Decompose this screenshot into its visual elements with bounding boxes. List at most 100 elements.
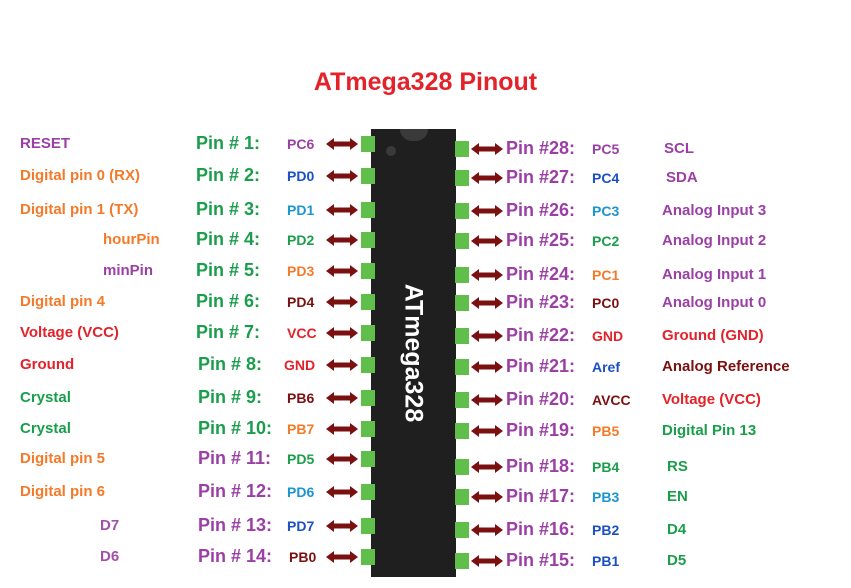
left-function-label: Crystal [20, 389, 71, 406]
left-double-arrow [326, 265, 358, 277]
right-pin-leg [455, 392, 469, 408]
right-pin-leg [455, 423, 469, 439]
left-double-arrow [326, 520, 358, 532]
right-pin-leg [455, 489, 469, 505]
right-pin-number: Pin #16: [506, 519, 576, 539]
left-function-label: RESET [20, 135, 71, 152]
left-function-label: Ground [20, 356, 75, 373]
left-port-label: PD4 [287, 294, 315, 310]
left-double-arrow [326, 551, 358, 563]
left-pin-leg [361, 168, 375, 184]
left-pin-number: Pin # 11: [198, 448, 272, 468]
left-pin-leg [361, 421, 375, 437]
right-double-arrow [471, 269, 503, 281]
left-pin-number: Pin # 12: [198, 481, 273, 501]
page-title: ATmega328 Pinout [313, 68, 538, 96]
right-double-arrow [471, 524, 503, 536]
left-pin-number: Pin # 14: [198, 546, 273, 566]
right-port-label: AVCC [592, 392, 631, 408]
left-port-label: PD5 [287, 451, 315, 467]
left-double-arrow [326, 204, 358, 216]
right-pin-number: Pin #23: [506, 292, 576, 312]
left-port-label: VCC [287, 325, 317, 341]
right-port-label: PB5 [592, 423, 620, 439]
left-function-label: D7 [100, 517, 120, 534]
left-pin-number: Pin # 1: [196, 133, 261, 153]
left-double-arrow [326, 486, 358, 498]
left-pin-number: Pin # 9: [198, 387, 263, 407]
right-port-label: Aref [592, 359, 621, 375]
right-pin-leg [455, 170, 469, 186]
right-function-label: SDA [666, 169, 698, 186]
left-pin-number: Pin # 7: [196, 322, 261, 342]
left-pin-leg [361, 263, 375, 279]
right-double-arrow [471, 172, 503, 184]
left-pin-leg [361, 202, 375, 218]
right-function-label: D5 [667, 552, 687, 569]
left-port-label: PD1 [287, 202, 315, 218]
left-pin-leg [361, 518, 375, 534]
right-function-label: Analog Input 0 [662, 294, 767, 311]
right-pin-number: Pin #25: [506, 230, 576, 250]
right-port-label: PC1 [592, 267, 620, 283]
left-port-label: PD7 [287, 518, 315, 534]
left-port-label: GND [284, 357, 316, 373]
right-double-arrow [471, 425, 503, 437]
right-function-label: Analog Input 3 [662, 202, 767, 219]
left-pin-number: Pin # 8: [198, 354, 263, 374]
left-pin-number: Pin # 5: [196, 260, 261, 280]
left-pin-leg [361, 325, 375, 341]
right-pin-number: Pin #22: [506, 325, 576, 345]
left-port-label: PC6 [287, 136, 315, 152]
right-double-arrow [471, 235, 503, 247]
left-pin-number: Pin # 10: [198, 418, 273, 438]
right-double-arrow [471, 205, 503, 217]
left-double-arrow [326, 296, 358, 308]
right-function-label: Analog Input 2 [662, 232, 767, 249]
left-pin-number: Pin # 2: [196, 165, 261, 185]
right-function-label: Analog Reference [662, 358, 790, 375]
right-pin-leg [455, 267, 469, 283]
left-function-label: minPin [103, 262, 154, 279]
right-port-label: PB4 [592, 459, 620, 475]
chip-label: ATmega328 [399, 283, 428, 423]
right-pin-number: Pin #18: [506, 456, 576, 476]
right-double-arrow [471, 361, 503, 373]
left-double-arrow [326, 138, 358, 150]
left-function-label: Digital pin 1 (TX) [20, 201, 139, 218]
chip-body: ATmega328 [371, 129, 456, 577]
left-port-label: PD3 [287, 263, 315, 279]
left-function-label: Voltage (VCC) [20, 324, 119, 341]
right-function-label: Digital Pin 13 [662, 422, 757, 439]
right-port-label: PB1 [592, 553, 620, 569]
left-pin-number: Pin # 3: [196, 199, 261, 219]
left-function-label: Digital pin 6 [20, 483, 106, 500]
left-pin-number: Pin # 4: [196, 229, 261, 249]
right-pin-leg [455, 522, 469, 538]
right-pin-leg [455, 359, 469, 375]
right-pin-leg [455, 233, 469, 249]
right-pin-number: Pin #27: [506, 167, 576, 187]
right-pin-number: Pin #20: [506, 389, 576, 409]
right-port-label: PB2 [592, 522, 620, 538]
right-function-label: EN [667, 488, 688, 505]
right-double-arrow [471, 297, 503, 309]
right-port-label: PC4 [592, 170, 620, 186]
right-pin-number: Pin #26: [506, 200, 576, 220]
left-function-label: Digital pin 5 [20, 450, 106, 467]
right-pin-leg [455, 553, 469, 569]
left-port-label: PD0 [287, 168, 315, 184]
right-pin-number: Pin #19: [506, 420, 576, 440]
left-pin-leg [361, 232, 375, 248]
right-double-arrow [471, 491, 503, 503]
right-pin-number: Pin #17: [506, 486, 576, 506]
right-double-arrow [471, 330, 503, 342]
left-pin-leg [361, 357, 375, 373]
left-double-arrow [326, 170, 358, 182]
right-double-arrow [471, 555, 503, 567]
right-function-label: RS [667, 458, 688, 475]
left-function-label: Crystal [20, 420, 71, 437]
left-pin-leg [361, 451, 375, 467]
left-pin-number: Pin # 13: [198, 515, 273, 535]
right-pin-number: Pin #28: [506, 138, 576, 158]
